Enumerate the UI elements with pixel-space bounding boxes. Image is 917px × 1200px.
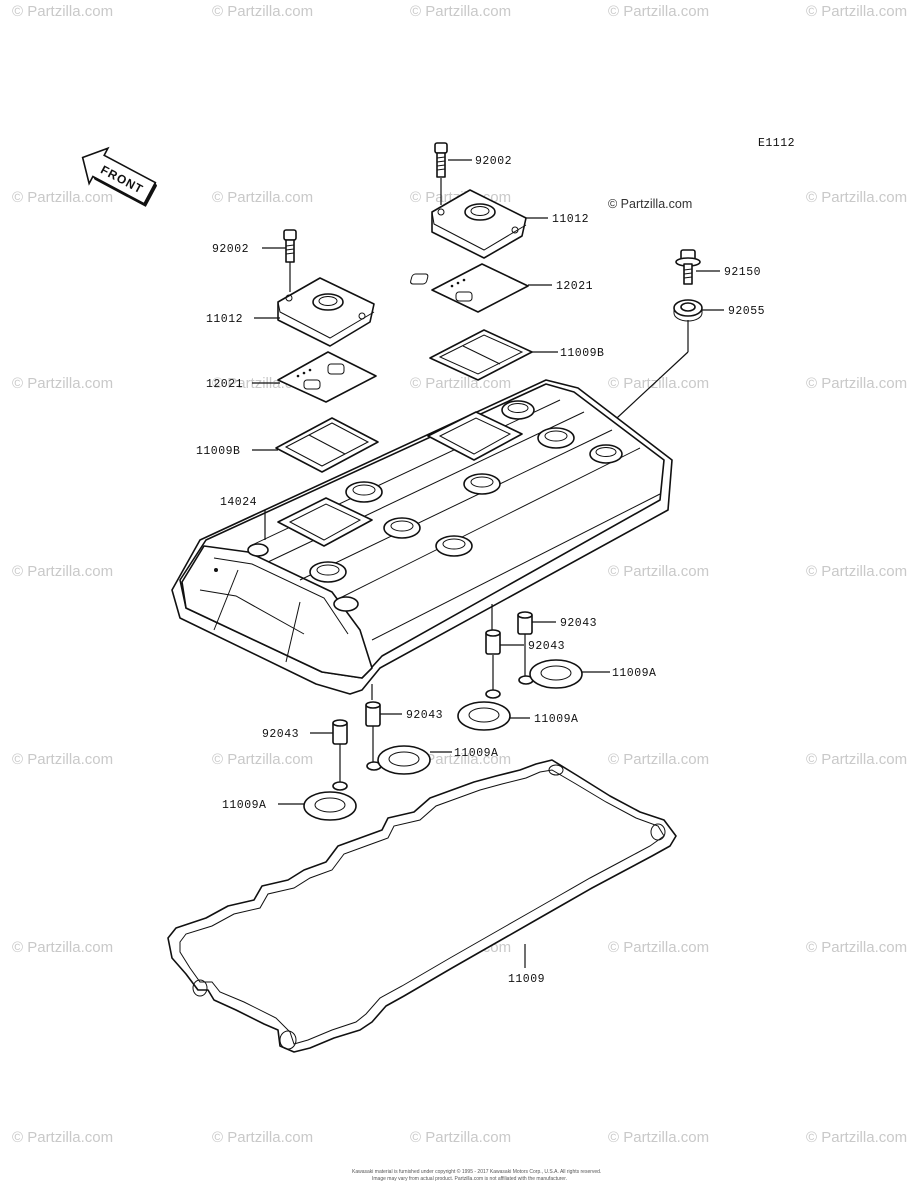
watermark: © Partzilla.com xyxy=(12,189,113,206)
callout-label: 12021 xyxy=(556,280,593,293)
callout-label: 11009A xyxy=(612,667,656,680)
callout-label: 11009 xyxy=(508,973,545,986)
watermark: © Partzilla.com xyxy=(806,563,907,580)
watermark: © Partzilla.com xyxy=(410,3,511,20)
callout-label: 11012 xyxy=(206,313,243,326)
watermark: © Partzilla.com xyxy=(806,751,907,768)
callout-label: 92150 xyxy=(724,266,761,279)
head-cover-gasket-part xyxy=(167,759,677,1053)
watermark: © Partzilla.com xyxy=(410,1129,511,1146)
watermark: © Partzilla.com xyxy=(12,751,113,768)
washer-icon xyxy=(673,299,703,322)
watermark: © Partzilla.com xyxy=(608,1129,709,1146)
watermark: © Partzilla.com xyxy=(608,939,709,956)
gasket-part xyxy=(429,329,533,381)
dowel-pin-icon xyxy=(485,629,501,655)
watermark: © Partzilla.com xyxy=(212,3,313,20)
o-ring-part xyxy=(457,689,511,731)
diagram-code: E1112 xyxy=(758,137,795,150)
reed-plate-part xyxy=(410,263,529,313)
watermark: © Partzilla.com xyxy=(12,375,113,392)
dowel-pin-icon xyxy=(517,611,533,635)
callout-label: 92043 xyxy=(528,640,565,653)
callout-label: 11009A xyxy=(454,747,498,760)
callout-label: 92043 xyxy=(406,709,443,722)
breather-cap-part xyxy=(277,277,375,347)
footer-disclaimer: Image may vary from actual product. Part… xyxy=(372,1176,567,1182)
watermark: © Partzilla.com xyxy=(212,751,313,768)
footer-copyright: Kawasaki material is furnished under cop… xyxy=(352,1168,601,1175)
watermark: © Partzilla.com xyxy=(12,939,113,956)
callout-label: 92055 xyxy=(728,305,765,318)
callout-label: 11012 xyxy=(552,213,589,226)
o-ring-part xyxy=(366,745,431,775)
watermark: © Partzilla.com xyxy=(212,1129,313,1146)
callout-label: 11009B xyxy=(560,347,604,360)
bolt-icon xyxy=(283,229,297,263)
watermark: © Partzilla.com xyxy=(12,1129,113,1146)
cylinder-head-cover-part xyxy=(171,379,673,695)
watermark: © Partzilla.com xyxy=(410,375,511,392)
callout-label: 11009A xyxy=(534,713,578,726)
flange-bolt-icon xyxy=(675,249,701,285)
callout-label: 14024 xyxy=(220,496,257,509)
callout-label: 11009A xyxy=(222,799,266,812)
o-ring-part xyxy=(303,781,357,821)
watermark: © Partzilla.com xyxy=(806,939,907,956)
callout-label: 92043 xyxy=(560,617,597,630)
callout-label: 12021 xyxy=(206,378,243,391)
dowel-pin-icon xyxy=(332,719,348,745)
watermark: © Partzilla.com xyxy=(608,375,709,392)
watermark: © Partzilla.com xyxy=(806,1129,907,1146)
gasket-part xyxy=(275,417,379,473)
callout-label: 11009B xyxy=(196,445,240,458)
watermark: © Partzilla.com xyxy=(608,563,709,580)
watermark-grid: © Partzilla.com © Partzilla.com © Partzi… xyxy=(12,3,907,1146)
watermark: © Partzilla.com xyxy=(410,751,511,768)
o-ring-part xyxy=(518,659,583,689)
callout-label: 92002 xyxy=(475,155,512,168)
callout-label: 92043 xyxy=(262,728,299,741)
reed-plate-part xyxy=(277,351,377,403)
watermark: © Partzilla.com xyxy=(12,3,113,20)
watermark: © Partzilla.com xyxy=(806,375,907,392)
watermark: © Partzilla.com xyxy=(608,3,709,20)
watermark: © Partzilla.com xyxy=(212,189,313,206)
watermark: © Partzilla.com xyxy=(806,189,907,206)
watermark: © Partzilla.com xyxy=(806,3,907,20)
watermark: © Partzilla.com xyxy=(608,751,709,768)
copyright-text: © Partzilla.com xyxy=(608,197,692,211)
dowel-pin-icon xyxy=(365,701,381,727)
breather-cap-part xyxy=(431,189,527,259)
bolt-icon xyxy=(434,142,448,178)
watermark: © Partzilla.com xyxy=(12,563,113,580)
callout-label: 92002 xyxy=(212,243,249,256)
